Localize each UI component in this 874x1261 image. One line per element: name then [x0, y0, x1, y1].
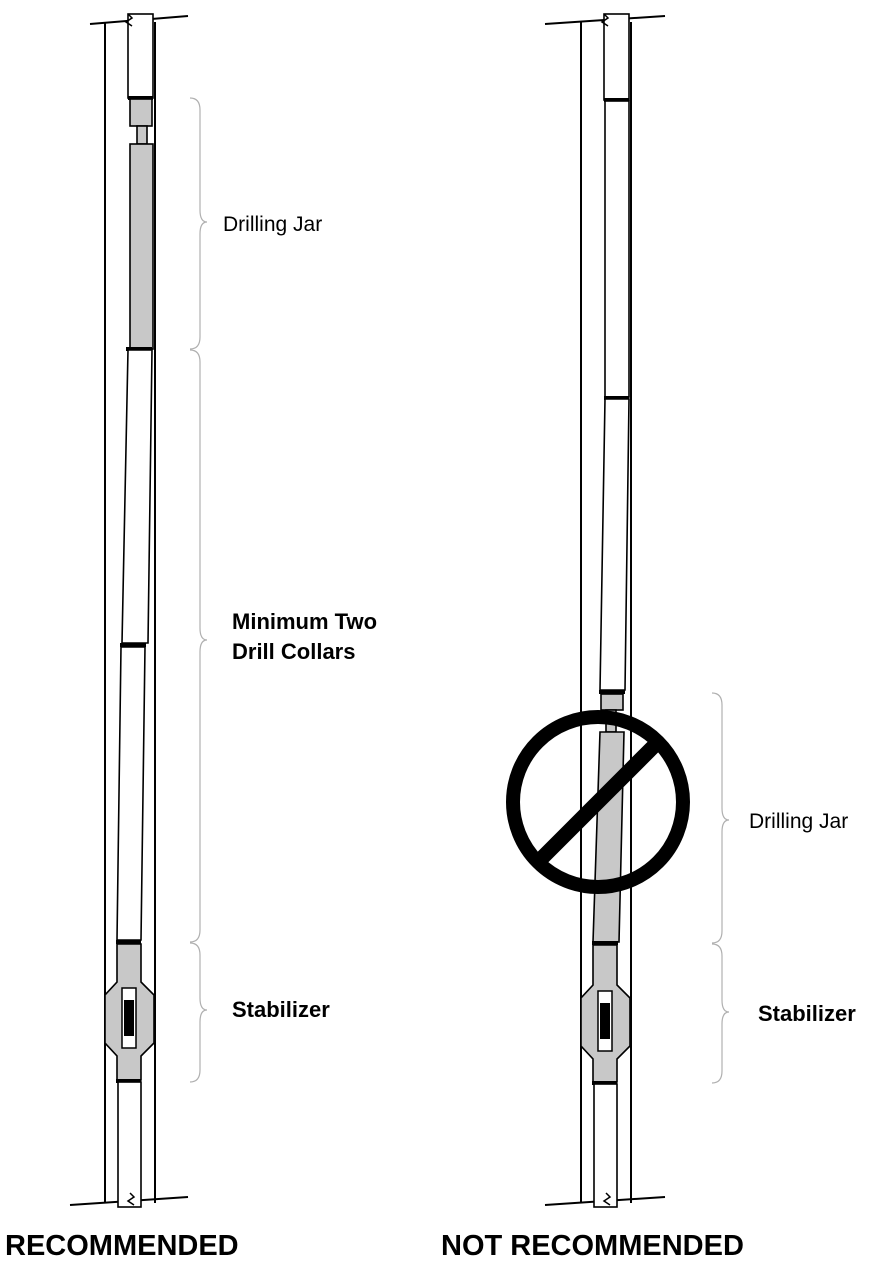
- label-drilling-jar-right: Drilling Jar: [749, 810, 848, 833]
- label-drill-collars-line1: Minimum Two: [232, 609, 377, 634]
- stabilizer-right: [580, 944, 631, 1083]
- upper-drill-pipe: [127, 13, 154, 99]
- stabilizer-left: [104, 943, 155, 1081]
- drill-collars-right: [599, 100, 630, 691]
- recommended-assembly: Drilling Jar Minimum Two Drill Collars S…: [5, 13, 377, 1261]
- drilling-jar-right: [592, 693, 625, 943]
- label-stabilizer-left: Stabilizer: [232, 997, 330, 1022]
- lower-drill-pipe-right: [593, 1083, 618, 1208]
- brace-drilling-jar-left: [189, 97, 208, 350]
- upper-drill-pipe-right: [603, 13, 630, 101]
- label-drill-collars-line2: Drill Collars: [232, 639, 355, 664]
- brace-stabilizer-left: [189, 942, 208, 1083]
- brace-drilling-jar-right: [711, 692, 730, 944]
- label-drilling-jar-left: Drilling Jar: [223, 213, 322, 236]
- drilling-jar-left: [129, 98, 154, 350]
- not-recommended-assembly: Drilling Jar Stabilizer NOT RECOMMENDED: [441, 13, 856, 1261]
- label-stabilizer-right: Stabilizer: [758, 1001, 856, 1026]
- caption-not-recommended: NOT RECOMMENDED: [441, 1230, 744, 1261]
- brace-drill-collars-left: [189, 349, 208, 943]
- caption-recommended: RECOMMENDED: [5, 1230, 239, 1261]
- brace-stabilizer-right: [711, 943, 730, 1084]
- no-entry-icon: [506, 710, 690, 894]
- lower-drill-pipe: [117, 1081, 142, 1208]
- drill-collars-left: [116, 349, 153, 941]
